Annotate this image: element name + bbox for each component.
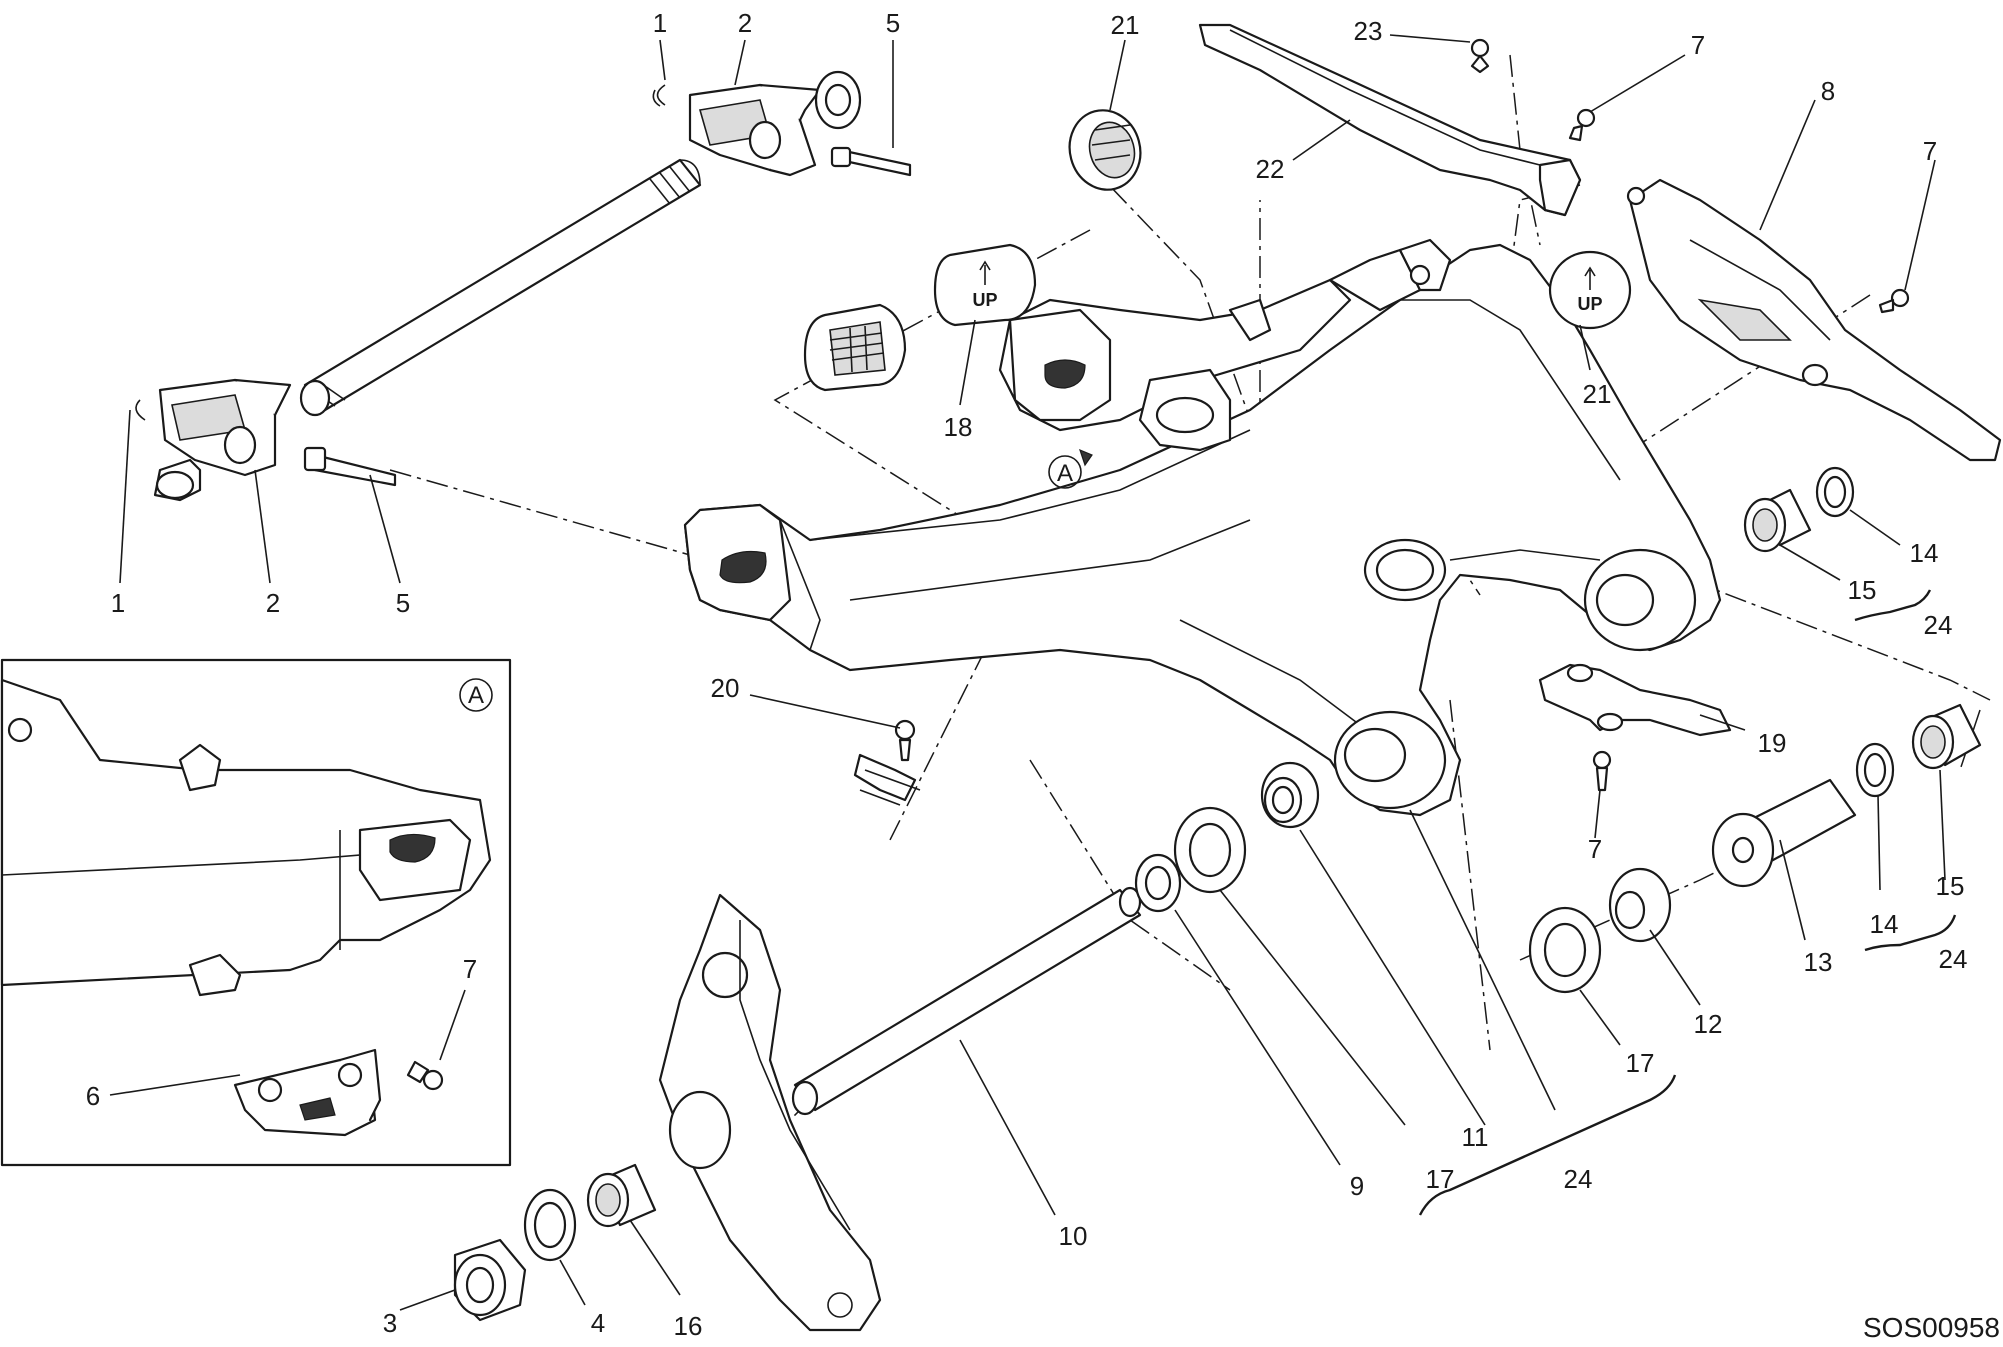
swingarm-body: A [683,238,1722,817]
screw-23 [1470,38,1490,74]
callout-5-left: 5 [396,588,410,618]
locknut-4 [523,1188,577,1262]
callout-21-right: 21 [1583,379,1612,409]
callout-7-bracket: 7 [1588,834,1602,864]
bearing-15-lower [1911,703,1982,770]
bearing-17-left [1173,806,1247,894]
bushing-11 [1260,761,1320,829]
callout-18: 18 [944,412,973,442]
callout-22: 22 [1256,154,1285,184]
drawing-code: SOS00958 [1863,1312,2000,1343]
spacer-9 [1134,853,1182,913]
bracket-19 [1538,663,1732,737]
callout-9: 9 [1350,1171,1364,1201]
leader-lines [109,34,1946,1311]
chain-guard [1198,23,1582,217]
chain-slider-cover [1626,178,2002,462]
callout-7-inset: 7 [463,954,477,984]
callout-11: 11 [1462,1122,1489,1152]
callout-24-right: 24 [1939,944,1968,974]
callout-2-left: 2 [266,588,280,618]
callout-8: 8 [1821,76,1835,106]
rubber-plug-18-up: UP [933,243,1037,327]
chain-adjuster-lower [135,378,397,502]
nut-3 [453,1238,527,1322]
callout-7-guard: 7 [1691,30,1705,60]
clip-upper [656,84,666,106]
kit-brace-24 [1418,589,1957,1216]
callout-12: 12 [1694,1009,1723,1039]
callout-24-lower: 24 [1564,1164,1593,1194]
callout-15-upper: 15 [1848,575,1877,605]
pivot-shaft-10 [791,886,1142,1116]
chain-adjuster-upper [652,70,912,177]
callout-20: 20 [711,673,740,703]
callout-1-left: 1 [111,588,125,618]
frame-section [658,893,882,1332]
callout-10: 10 [1059,1221,1088,1251]
seal-14-lower [1855,742,1895,798]
callout-16: 16 [674,1311,703,1341]
callout-4: 4 [591,1308,605,1338]
callout-labels: 1 2 5 21 23 7 8 7 22 21 18 1 2 5 14 15 2… [86,8,1968,1341]
up-marking-2: UP [1577,294,1602,314]
callout-13: 13 [1804,947,1833,977]
callout-21-top: 21 [1111,10,1140,40]
wheel-axle [299,158,702,417]
up-marking: UP [972,290,997,310]
screw-7-guard [1568,108,1596,142]
bearing-15-upper [1743,488,1812,553]
callout-14-lower: 14 [1870,909,1899,939]
bearing-17-right [1528,906,1602,994]
screw-7-bracket [1592,750,1612,792]
screw-7-cover [1878,288,1910,314]
callout-6: 6 [86,1081,100,1111]
callout-3: 3 [383,1308,397,1338]
callout-7-cover: 7 [1923,136,1937,166]
spacer-12 [1608,867,1672,943]
callout-15-lower: 15 [1936,871,1965,901]
bearing-16 [586,1163,657,1228]
callout-23: 23 [1354,16,1383,46]
callout-17-right: 17 [1626,1048,1655,1078]
callout-5-top: 5 [886,8,900,38]
inset-detail-a: A [0,658,512,1167]
callout-2-top: 2 [738,8,752,38]
view-a-marker: A [1057,460,1073,487]
screw-20 [894,719,916,762]
callout-24-upper: 24 [1924,610,1953,640]
callout-14-upper: 14 [1910,538,1939,568]
rubber-plug-21-top [1068,109,1142,191]
inset-marker: A [468,682,484,709]
pipe-clamp [853,753,921,806]
rubber-plug-18-grid [803,303,907,392]
callout-19: 19 [1758,728,1787,758]
seal-14-upper [1815,466,1855,518]
callout-17-left: 17 [1426,1164,1455,1194]
sleeve-13 [1711,778,1857,888]
callout-1-top: 1 [653,8,667,38]
rubber-plug-21-up: UP [1548,250,1632,330]
